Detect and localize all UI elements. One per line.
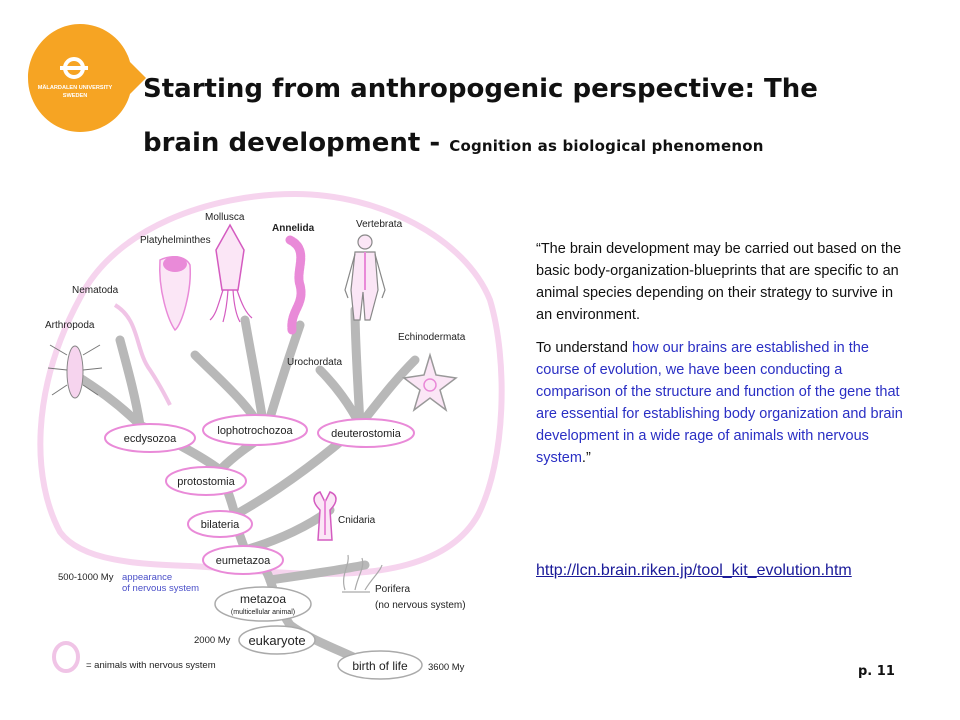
node-metazoa-shape bbox=[214, 586, 312, 622]
quote-p2-black: To understand bbox=[536, 340, 632, 356]
quote-block: “The brain development may be carried ou… bbox=[536, 238, 908, 469]
title-line2-main: brain development - bbox=[143, 128, 450, 158]
porifera-icon bbox=[342, 554, 383, 593]
title-line1: Starting from anthropogenic perspective:… bbox=[143, 74, 818, 104]
quote-p2-blue: how our brains are established in the co… bbox=[536, 340, 903, 466]
legend-text: = animals with nervous system bbox=[86, 660, 216, 671]
nematoda-icon bbox=[113, 303, 172, 406]
node-birth-of-life-shape bbox=[337, 650, 423, 680]
timeline-appearance-1: appearance bbox=[122, 572, 172, 583]
label-no-nervous-system: (no nervous system) bbox=[375, 600, 466, 611]
node-protostomia-shape bbox=[165, 466, 247, 496]
label-arthropoda: Arthropoda bbox=[45, 320, 95, 331]
annelida-icon bbox=[285, 235, 306, 335]
node-ecdysozoa-shape bbox=[104, 423, 196, 453]
label-nematoda: Nematoda bbox=[72, 285, 119, 296]
quote-p2-end: .” bbox=[581, 450, 591, 466]
label-vertebrata: Vertebrata bbox=[356, 219, 403, 230]
echinodermata-icon bbox=[402, 352, 458, 412]
page-title: Starting from anthropogenic perspective:… bbox=[143, 62, 943, 173]
evolution-diagram: Mollusca Annelida Vertebrata Platyhelmin… bbox=[20, 180, 510, 680]
node-eumetazoa-shape bbox=[202, 545, 284, 575]
logo-text-line2: SWEDEN bbox=[63, 93, 88, 99]
timeline-appearance-2: of nervous system bbox=[122, 583, 199, 594]
node-deuterostomia: deuterostomia bbox=[331, 428, 402, 440]
node-eukaryote-shape bbox=[238, 625, 316, 655]
node-lophotrochozoa-shape bbox=[202, 414, 308, 446]
label-platyhelminthes: Platyhelminthes bbox=[140, 235, 211, 246]
timeline-2000: 2000 My bbox=[194, 635, 231, 646]
node-ecdysozoa: ecdysozoa bbox=[124, 433, 177, 445]
label-annelida: Annelida bbox=[272, 223, 315, 234]
label-echinodermata: Echinodermata bbox=[398, 332, 466, 343]
node-birth-of-life: birth of life bbox=[352, 659, 408, 673]
label-mollusca: Mollusca bbox=[205, 212, 245, 223]
quote-paragraph-1: “The brain development may be carried ou… bbox=[536, 241, 902, 323]
node-metazoa-sub: (multicellular animal) bbox=[231, 609, 295, 616]
title-line2: brain development - Cognition as biologi… bbox=[143, 116, 943, 173]
title-subtitle: Cognition as biological phenomenon bbox=[449, 137, 764, 155]
node-deuterostomia-shape bbox=[317, 418, 415, 448]
node-bilateria: bilateria bbox=[201, 519, 240, 531]
cnidaria-icon bbox=[313, 491, 337, 541]
timeline-3600: 3600 My bbox=[428, 662, 465, 673]
logo-text-line1: MÄLARDALEN UNIVERSITY bbox=[38, 84, 113, 91]
node-bilateria-shape bbox=[187, 510, 253, 538]
node-lophotrochozoa: lophotrochozoa bbox=[217, 425, 293, 437]
label-cnidaria: Cnidaria bbox=[338, 515, 376, 526]
node-eumetazoa: eumetazoa bbox=[216, 555, 271, 567]
node-protostomia: protostomia bbox=[177, 476, 235, 488]
university-logo: MÄLARDALEN UNIVERSITY SWEDEN bbox=[0, 0, 160, 140]
arthropoda-icon bbox=[47, 344, 103, 399]
vertebrata-icon bbox=[344, 234, 386, 321]
quote-paragraph-2: To understand how our brains are establi… bbox=[536, 337, 908, 469]
source-link[interactable]: http://lcn.brain.riken.jp/tool_kit_evolu… bbox=[536, 562, 852, 579]
mollusca-icon bbox=[209, 223, 253, 323]
label-porifera: Porifera bbox=[375, 584, 410, 595]
node-metazoa: metazoa bbox=[240, 592, 286, 606]
nervous-system-boundary bbox=[37, 190, 505, 577]
node-eukaryote: eukaryote bbox=[248, 633, 305, 648]
platyhelminthes-icon bbox=[159, 255, 191, 332]
timeline-500-1000: 500-1000 My bbox=[58, 572, 114, 583]
label-urochordata: Urochordata bbox=[287, 357, 342, 368]
legend-icon bbox=[52, 641, 80, 673]
page-number: p. 11 bbox=[858, 664, 895, 679]
